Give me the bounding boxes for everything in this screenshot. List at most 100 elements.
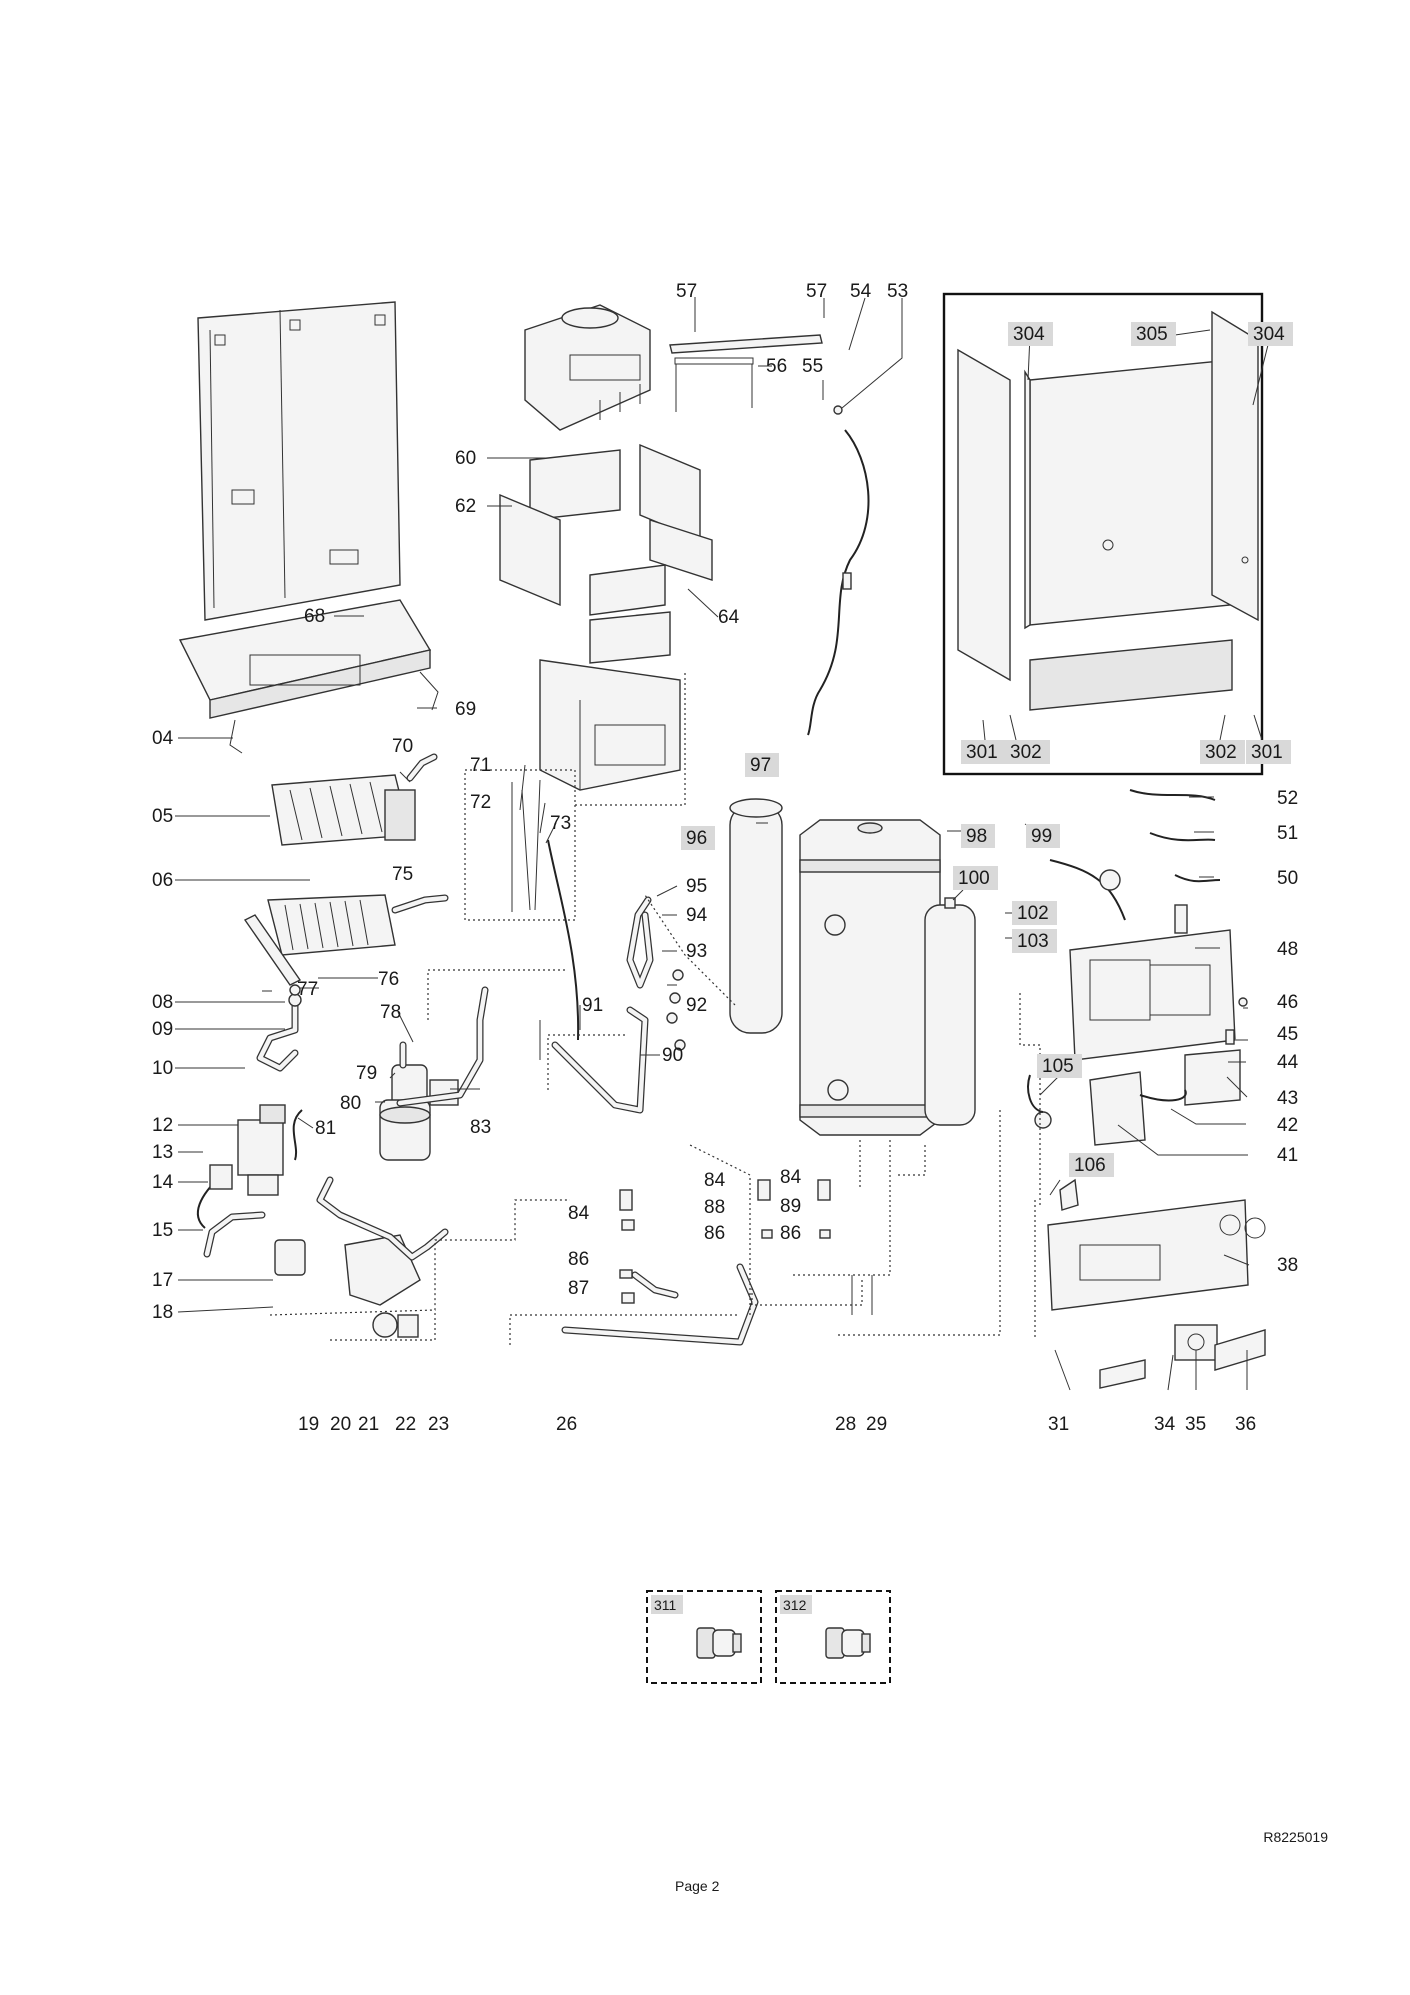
callout-54: 54	[850, 281, 872, 302]
hydraulic-block-part	[274, 1176, 449, 1338]
callout-79: 79	[356, 1063, 377, 1084]
callout-76: 76	[378, 969, 399, 990]
callout-15: 15	[152, 1220, 173, 1241]
callout-52: 52	[1277, 788, 1298, 809]
callout-68: 68	[304, 606, 325, 627]
callout-06: 06	[152, 870, 173, 891]
callout-42: 42	[1277, 1115, 1298, 1136]
callout-302: 302	[1205, 742, 1237, 763]
gas-valve-part	[196, 1104, 286, 1258]
callout-86: 86	[568, 1249, 589, 1270]
callout-312: 312	[783, 1597, 807, 1613]
callout-83: 83	[470, 1117, 491, 1138]
electrode-cable-part	[807, 405, 870, 736]
callout-77: 77	[297, 979, 318, 1000]
callout-29: 29	[866, 1414, 887, 1435]
callout-19: 19	[298, 1414, 319, 1435]
callout-100: 100	[958, 868, 990, 889]
callout-84: 84	[568, 1203, 590, 1224]
callout-23: 23	[428, 1414, 449, 1435]
callout-80: 80	[340, 1093, 361, 1114]
page-number: Page 2	[675, 1878, 720, 1894]
callout-73: 73	[550, 813, 571, 834]
callout-51: 51	[1277, 823, 1298, 844]
casing-inset-box	[942, 292, 1264, 776]
callout-08: 08	[152, 992, 173, 1013]
callout-72: 72	[470, 792, 491, 813]
callout-304: 304	[1013, 324, 1045, 345]
callout-62: 62	[455, 496, 476, 517]
rear-frame-part	[178, 301, 439, 754]
callout-94: 94	[686, 905, 708, 926]
burner-part	[243, 894, 449, 986]
callout-71: 71	[470, 755, 491, 776]
casing-panels-part	[957, 310, 1259, 711]
front-fascia-part	[1047, 1178, 1266, 1389]
callout-301: 301	[966, 742, 998, 763]
callout-14: 14	[152, 1172, 174, 1193]
callout-48: 48	[1277, 939, 1298, 960]
callout-305: 305	[1136, 324, 1168, 345]
water-pipes-part	[396, 896, 759, 1346]
callout-45: 45	[1277, 1024, 1298, 1045]
callout-90: 90	[662, 1045, 683, 1066]
callout-50: 50	[1277, 868, 1298, 889]
callout-60: 60	[455, 448, 476, 469]
callout-13: 13	[152, 1142, 173, 1163]
heat-exchanger-part	[271, 753, 438, 846]
bracket-part	[669, 334, 823, 412]
fitting-312-part	[825, 1627, 871, 1659]
callout-53: 53	[887, 281, 908, 302]
callout-69: 69	[455, 699, 476, 720]
callout-70: 70	[392, 736, 413, 757]
callout-35: 35	[1185, 1414, 1206, 1435]
callout-20: 20	[330, 1414, 351, 1435]
control-box-part	[1069, 904, 1248, 1061]
callout-34: 34	[1154, 1414, 1176, 1435]
callout-12: 12	[152, 1115, 173, 1136]
storage-tank-part	[799, 819, 941, 1136]
callout-93: 93	[686, 941, 707, 962]
callout-10: 10	[152, 1058, 173, 1079]
callout-91: 91	[582, 995, 603, 1016]
callout-44: 44	[1277, 1052, 1299, 1073]
callout-09: 09	[152, 1019, 173, 1040]
callout-18: 18	[152, 1302, 173, 1323]
callout-57: 57	[806, 281, 827, 302]
callout-84: 84	[780, 1167, 802, 1188]
callout-05: 05	[152, 806, 173, 827]
callout-311: 311	[654, 1597, 677, 1613]
callout-57: 57	[676, 281, 697, 302]
callout-87: 87	[568, 1278, 589, 1299]
callout-97: 97	[750, 755, 771, 776]
callout-64: 64	[718, 607, 740, 628]
callout-43: 43	[1277, 1088, 1298, 1109]
callout-98: 98	[966, 826, 987, 847]
callout-46: 46	[1277, 992, 1298, 1013]
callout-105: 105	[1042, 1056, 1074, 1077]
callout-41: 41	[1277, 1145, 1298, 1166]
expansion-vessel-tall-part	[729, 798, 783, 1034]
fittings-part	[619, 969, 873, 1315]
callout-04: 04	[152, 728, 174, 749]
callout-26: 26	[556, 1414, 577, 1435]
callout-103: 103	[1017, 931, 1049, 952]
callout-302: 302	[1010, 742, 1042, 763]
callout-38: 38	[1277, 1255, 1298, 1276]
callout-88: 88	[704, 1197, 725, 1218]
leader-lines	[175, 297, 1269, 1391]
inset-312: 312	[775, 1590, 891, 1684]
callout-89: 89	[780, 1196, 801, 1217]
pcb-part	[1027, 1049, 1241, 1146]
callout-21: 21	[358, 1414, 379, 1435]
callout-86: 86	[780, 1223, 801, 1244]
gas-pipe-part	[256, 984, 302, 1072]
pump-part	[292, 1041, 459, 1161]
harnesses-part	[1049, 789, 1221, 921]
callout-28: 28	[835, 1414, 856, 1435]
chamber-panels-part	[499, 443, 713, 791]
expansion-vessel-part	[924, 897, 976, 1126]
electrodes-part	[511, 779, 580, 1041]
callout-96: 96	[686, 828, 707, 849]
